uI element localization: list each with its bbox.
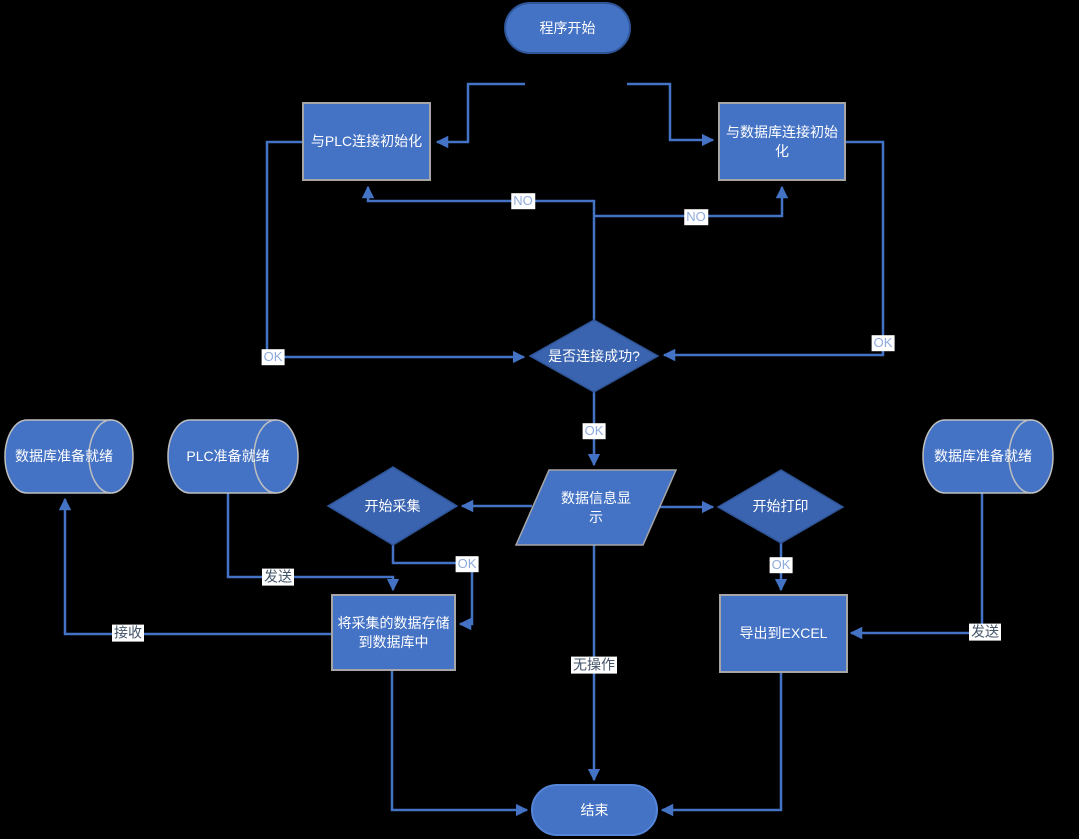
edge-db-ready-send-to-excel	[849, 493, 984, 640]
node-start-print-decision	[716, 469, 845, 544]
node-start-collect-decision	[326, 466, 459, 546]
node-store-data-process	[331, 594, 456, 671]
edge-plc-init-ok-to-decision	[265, 140, 526, 364]
edge-store-receive-to-db-ready	[58, 497, 332, 636]
node-db-ready-right-cylinder	[922, 419, 1054, 494]
edge-plc-ready-send-to-store	[226, 493, 400, 592]
edge-start-to-db-init	[627, 82, 715, 147]
node-plc-ready-cylinder	[167, 419, 299, 494]
node-start-terminator	[504, 2, 631, 54]
node-data-display-parallelogram	[514, 469, 678, 546]
edge-excel-to-end	[660, 672, 783, 817]
edge-start-to-plc-init	[435, 82, 525, 149]
edge-db-init-ok-to-decision	[662, 140, 885, 362]
node-db-ready-left-cylinder	[4, 419, 134, 494]
node-export-excel-process	[719, 594, 848, 673]
node-connect-ok-decision	[528, 319, 660, 393]
edge-store-to-end	[390, 670, 529, 817]
edge-decision-no-to-plc-init	[361, 185, 596, 320]
node-db-init-process	[718, 102, 846, 181]
node-end-terminator	[531, 784, 658, 836]
edge-decision-no-to-db-init	[594, 185, 789, 218]
node-plc-init-process	[302, 102, 431, 181]
